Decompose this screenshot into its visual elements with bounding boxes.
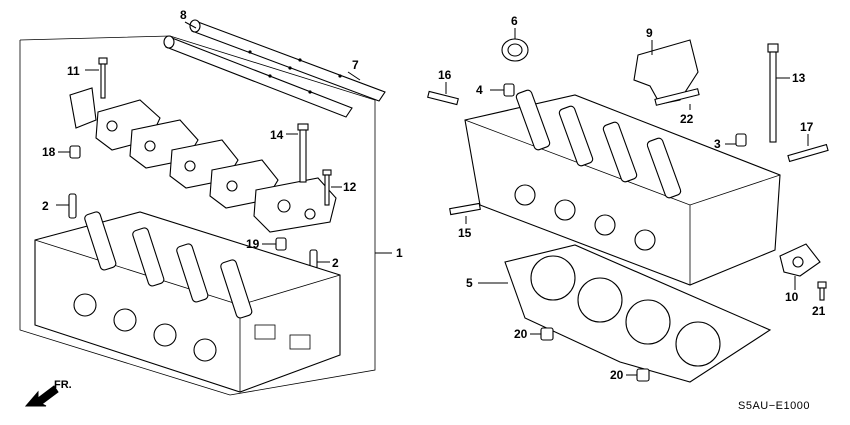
callout-9: 9: [646, 26, 653, 40]
callout-16: 16: [438, 68, 452, 82]
callout-13: 13: [792, 71, 806, 85]
callout-4: 4: [476, 83, 483, 97]
callout-5: 5: [466, 276, 473, 290]
bolt-11: [98, 57, 108, 99]
rocker-shafts: [163, 19, 386, 118]
dowel-20-upper: [540, 327, 554, 341]
callout-21: 21: [812, 304, 826, 318]
callout-17: 17: [800, 120, 814, 134]
stud-2-upper: [68, 193, 77, 219]
callout-2-upper: 2: [42, 199, 49, 213]
stud-16: [427, 90, 459, 106]
callout-3: 3: [714, 137, 721, 151]
dowel-20-lower: [636, 368, 650, 382]
direction-label: FR.: [54, 379, 72, 391]
callout-14: 14: [270, 128, 284, 142]
bolt-14: [297, 123, 309, 183]
leader-7: [347, 71, 361, 81]
front-direction-arrow-icon: [24, 385, 59, 407]
callout-10: 10: [785, 290, 799, 304]
bolt-13: [767, 43, 779, 143]
stud-15: [449, 202, 481, 216]
dowel-19: [275, 237, 287, 251]
callout-20-upper: 20: [514, 327, 528, 341]
cylinder-head-left: [34, 211, 341, 393]
bolt-12: [322, 169, 332, 206]
callout-7: 7: [352, 58, 359, 72]
callout-18: 18: [42, 145, 56, 159]
callout-11: 11: [67, 64, 80, 78]
callout-12: 12: [343, 180, 357, 194]
callout-8: 8: [180, 8, 187, 22]
rocker-arm-assembly: [69, 87, 337, 233]
sleeve-4: [503, 83, 515, 97]
callout-19: 19: [246, 237, 260, 251]
callout-1: 1: [396, 246, 403, 260]
stud-17: [787, 143, 829, 163]
leader-8: [184, 21, 197, 29]
bolt-21: [817, 281, 827, 301]
callout-22: 22: [680, 112, 694, 126]
callout-2-lower: 2: [332, 256, 339, 270]
head-gasket-5: [504, 244, 772, 383]
sleeve-3: [735, 133, 747, 147]
diagram-code: S5AU−E1000: [738, 400, 810, 412]
sensor-10: [779, 243, 821, 277]
callout-6: 6: [511, 14, 518, 28]
callout-20-lower: 20: [610, 368, 624, 382]
callout-15: 15: [458, 226, 472, 240]
dowel-18: [69, 145, 81, 159]
seal-6: [501, 38, 529, 62]
cylinder-head-right: [464, 89, 781, 286]
bolt-22: [654, 88, 700, 106]
